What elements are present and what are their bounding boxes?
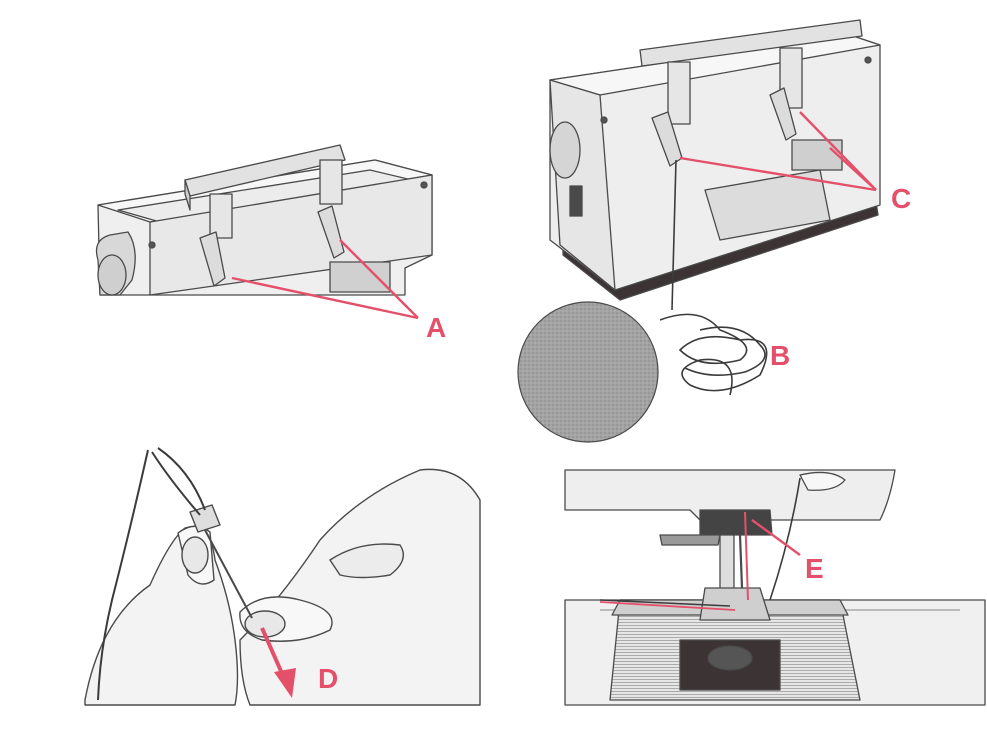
handwheel-face bbox=[97, 254, 127, 296]
carry-handle-2 bbox=[639, 19, 863, 67]
thread-guide-left bbox=[199, 231, 226, 287]
panel-thread-guides-top bbox=[95, 144, 433, 296]
needle-threads bbox=[599, 477, 801, 611]
callout-label-c: C bbox=[891, 183, 911, 214]
callout-label-e: E bbox=[805, 553, 824, 584]
thread-ball bbox=[517, 301, 659, 443]
callout-c-lines bbox=[679, 111, 877, 192]
machine-arm-opening bbox=[704, 169, 831, 241]
presser-foot bbox=[699, 587, 771, 621]
left-thumbnail bbox=[181, 536, 209, 574]
needle bbox=[738, 534, 744, 589]
thread-guide-right bbox=[317, 205, 345, 259]
handwheel-2 bbox=[549, 121, 581, 179]
needle-clamp bbox=[699, 509, 773, 536]
thread-strand bbox=[659, 159, 768, 396]
direction-arrow-d bbox=[260, 627, 296, 698]
callout-e-line bbox=[751, 519, 801, 556]
panel-threading-hands bbox=[84, 468, 481, 706]
handle-post-right bbox=[319, 159, 343, 205]
panel-needle-area bbox=[564, 469, 986, 706]
callout-a-lines bbox=[231, 239, 419, 320]
callout-label-a: A bbox=[426, 312, 446, 343]
callout-label-d: D bbox=[318, 663, 338, 694]
right-hand bbox=[239, 468, 481, 706]
handle-post-2-left bbox=[667, 61, 691, 125]
thread-guide-2-right bbox=[769, 87, 797, 141]
handle-post-left bbox=[209, 193, 233, 239]
hanging-thread bbox=[97, 447, 206, 701]
panel-thread-ball-and-guides bbox=[549, 19, 881, 301]
callout-label-b: B bbox=[770, 340, 790, 371]
